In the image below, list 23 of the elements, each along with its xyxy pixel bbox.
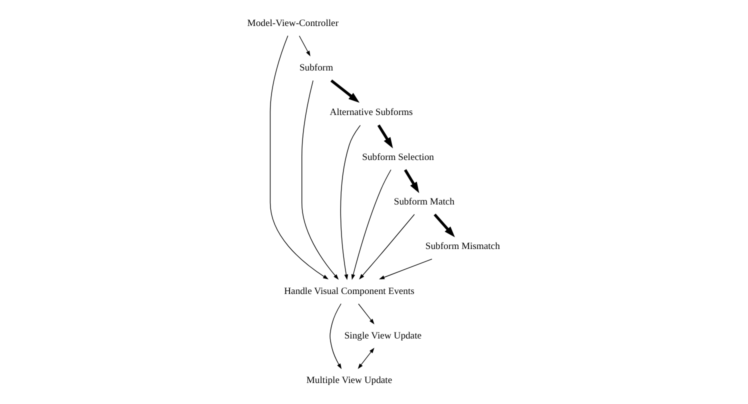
arrow <box>298 36 310 56</box>
arrow <box>434 214 455 238</box>
arrow <box>379 258 432 280</box>
arrow <box>302 80 339 280</box>
arrow <box>340 124 361 280</box>
node-text: Model-View-Controller <box>247 18 339 29</box>
node-text: Single View Update <box>344 330 422 342</box>
arrow <box>404 169 420 194</box>
node-text: Handle Visual Component Events <box>284 286 414 297</box>
arrow <box>358 304 374 324</box>
node-text: Alternative Subforms <box>330 107 413 118</box>
arrow <box>330 79 360 103</box>
node-text: Subform Mismatch <box>425 241 500 252</box>
node-text: Subform Match <box>394 196 454 208</box>
node-text: Multiple View Update <box>306 375 392 386</box>
arrow <box>351 169 392 280</box>
arrow <box>330 303 342 370</box>
node-text: Subform Selection <box>362 152 434 163</box>
node-text: Subform <box>299 62 334 74</box>
arrow <box>359 214 415 280</box>
arrow <box>358 348 374 369</box>
arrow <box>270 35 329 280</box>
arrow <box>377 124 393 148</box>
